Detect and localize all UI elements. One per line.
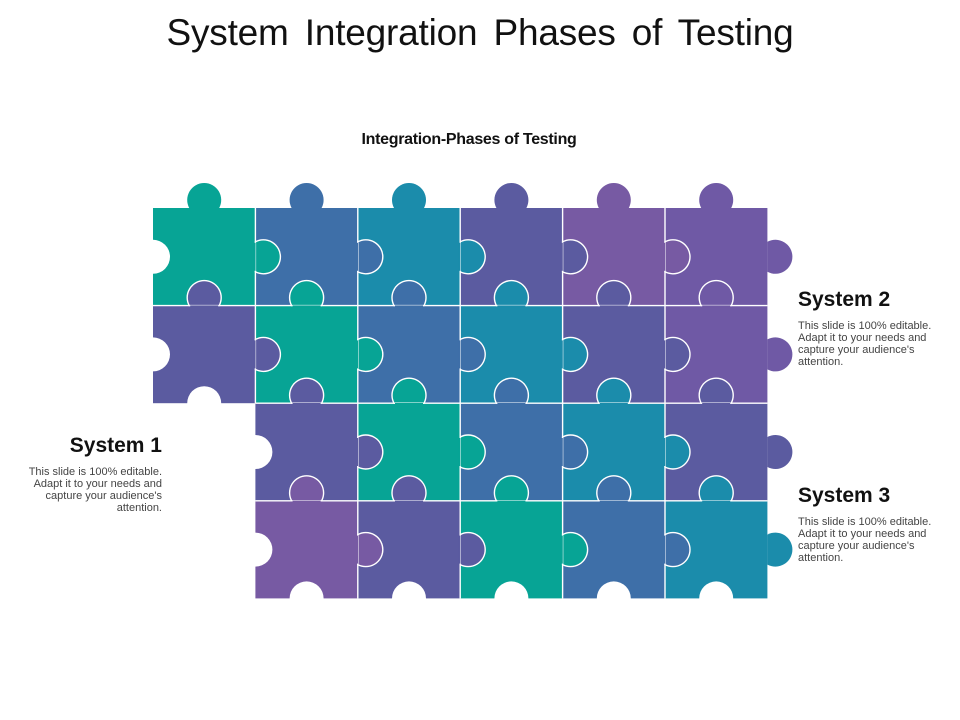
puzzle-knob <box>767 337 793 372</box>
puzzle-knob <box>186 279 222 307</box>
hole-left <box>238 532 273 567</box>
system-2-block: System 2 This slide is 100% editable. Ad… <box>798 288 953 368</box>
hole-bottom <box>596 581 631 616</box>
puzzle-knob <box>664 434 691 470</box>
puzzle-knob <box>459 434 486 470</box>
puzzle-knob <box>596 279 632 307</box>
system-1-description: This slide is 100% editable. Adapt it to… <box>28 466 162 514</box>
system-3-block: System 3 This slide is 100% editable. Ad… <box>798 484 953 564</box>
puzzle-knob <box>664 239 691 275</box>
diagram-subtitle: Integration-Phases of Testing <box>361 131 577 148</box>
puzzle-knob <box>357 239 384 275</box>
system-1-label: System 1 <box>69 434 162 457</box>
hole-left <box>238 435 273 469</box>
puzzle-knob <box>391 377 427 404</box>
puzzle-knob <box>357 531 384 568</box>
puzzle-knob <box>561 336 589 373</box>
puzzle-knob <box>596 183 631 208</box>
system-2-label: System 2 <box>798 288 891 311</box>
hole-bottom <box>392 581 426 616</box>
puzzle-knob <box>391 475 427 502</box>
system-3-description: This slide is 100% editable. Adapt it to… <box>798 516 932 564</box>
puzzle-knob <box>664 531 691 568</box>
puzzle-knob <box>767 532 793 567</box>
puzzle-knob <box>392 183 426 208</box>
puzzle-knob <box>187 183 222 208</box>
hole-left <box>136 239 170 274</box>
puzzle-knob <box>698 279 734 307</box>
puzzle-knob <box>289 183 324 208</box>
puzzle-knob <box>767 435 793 469</box>
puzzle-knob <box>288 377 325 404</box>
puzzle-knob <box>391 279 427 307</box>
puzzle-knob <box>459 531 486 568</box>
puzzle-knob <box>596 377 632 404</box>
hole-bottom <box>289 581 324 616</box>
puzzle-knob <box>459 336 486 373</box>
system-2-description: This slide is 100% editable. Adapt it to… <box>798 320 932 368</box>
puzzle-knob <box>288 475 325 502</box>
hole-bottom <box>699 581 734 616</box>
puzzle-knob <box>288 279 325 307</box>
puzzle-knob <box>254 336 282 373</box>
puzzle-knob <box>459 239 486 275</box>
puzzle-knob <box>254 239 282 275</box>
puzzle-knob <box>698 377 734 404</box>
system-3-label: System 3 <box>798 484 891 507</box>
puzzle-knob <box>596 475 632 502</box>
puzzle-knob <box>493 475 530 502</box>
puzzle-knob <box>699 183 734 208</box>
puzzle-knob <box>494 183 529 208</box>
hole-bottom <box>494 581 529 616</box>
puzzle-knob <box>767 239 793 274</box>
puzzle-knob <box>561 531 589 568</box>
puzzle-knob <box>493 279 530 307</box>
system-1-block: System 1 This slide is 100% editable. Ad… <box>8 434 162 514</box>
puzzle-knob <box>561 239 589 275</box>
slide-title: System Integration Phases of Testing <box>166 12 794 53</box>
hole-left <box>136 337 170 372</box>
hole-bottom <box>187 386 222 421</box>
puzzle-knob <box>357 336 384 373</box>
puzzle-knob <box>698 475 734 502</box>
puzzle-knob <box>561 434 589 470</box>
puzzle-knob <box>357 434 384 470</box>
puzzle-knob <box>493 377 530 404</box>
puzzle-knob <box>664 336 691 373</box>
